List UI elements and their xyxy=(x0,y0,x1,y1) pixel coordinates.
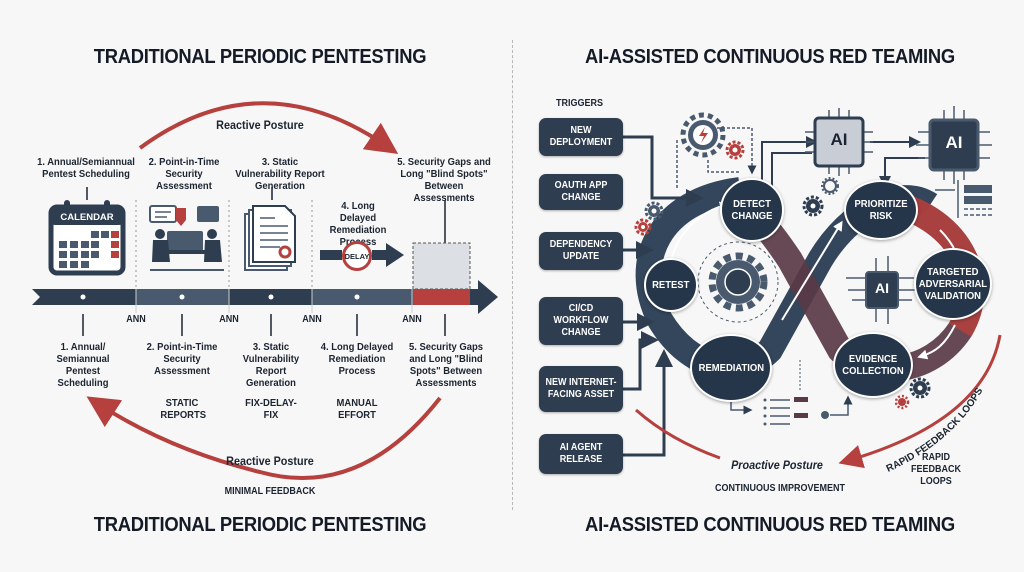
ai-chip-icon-3 xyxy=(846,256,916,324)
bottom-step-2: 2. Point-in-Time Security Assessment xyxy=(146,341,218,377)
small-red-gear-icon xyxy=(725,140,745,160)
top-step-2: 2. Point-in-Time Security Assessment xyxy=(148,156,220,192)
gear-pair-icon xyxy=(634,201,664,236)
left-title: TRADITIONAL PERIODIC PENTESTING xyxy=(93,46,427,68)
timeline-marker-2: ANN xyxy=(219,314,239,325)
bottom-step-5: 5. Security Gaps and Long "Blind Spots" … xyxy=(408,341,484,389)
top-step-3: 3. Static Vulnerability Report Generatio… xyxy=(235,156,325,192)
minimal-feedback-caption: MINIMAL FEEDBACK xyxy=(224,486,316,497)
ai-chip-icon-2 xyxy=(916,106,992,184)
calendar-label: CALENDAR xyxy=(60,212,114,223)
timeline-bar xyxy=(32,280,498,314)
top-reactive-arc xyxy=(138,101,399,154)
continuous-improvement-caption: CONTINUOUS IMPROVEMENT xyxy=(714,483,845,494)
top-step-1: 1. Annual/Semiannual Pentest Scheduling xyxy=(37,156,135,180)
trigger-new-deployment[interactable]: NEW DEPLOYMENT xyxy=(539,118,623,156)
top-arc-label: Reactive Posture xyxy=(216,118,304,132)
timeline-marker-1: ANN xyxy=(126,314,146,325)
trigger-oauth-app-change[interactable]: OAUTH APP CHANGE xyxy=(539,174,623,210)
ai-chip-label-1: AI xyxy=(830,130,848,149)
node-prioritize-risk[interactable]: PRIORITIZE RISK xyxy=(844,180,918,240)
trigger-dependency-update[interactable]: DEPENDENCY UPDATE xyxy=(539,232,623,270)
top-step-5: 5. Security Gaps and Long "Blind Spots" … xyxy=(397,156,491,204)
bottom-arc-label: Reactive Posture xyxy=(226,454,314,468)
tag-fix-delay-fix: FIX-DELAY-FIX xyxy=(245,397,297,421)
proactive-posture-label: Proactive Posture xyxy=(731,458,823,472)
rapid-feedback-arc xyxy=(838,334,1002,469)
trigger-new-internet-facing-asset[interactable]: NEW INTERNET-FACING ASSET xyxy=(539,366,623,412)
node-targeted-adversarial-validation[interactable]: TARGETED ADVERSARIAL VALIDATION xyxy=(914,248,992,320)
node-remediation[interactable]: REMEDIATION xyxy=(690,334,772,402)
proactive-arc-left xyxy=(635,408,721,460)
node-detect-change[interactable]: DETECT CHANGE xyxy=(720,178,784,242)
delay-badge: DELAY xyxy=(342,241,372,271)
bottom-reactive-arc xyxy=(86,396,442,480)
bottom-step-1: 1. Annual/ Semiannual Pentest Scheduling xyxy=(56,341,110,389)
workflow-list-icon xyxy=(730,360,853,426)
panel-divider xyxy=(512,40,513,510)
calendar-icon xyxy=(48,200,126,276)
node-retest[interactable]: RETEST xyxy=(644,258,698,312)
timeline-marker-3: ANN xyxy=(302,314,322,325)
server-log-icon xyxy=(935,180,992,218)
gear-pair-icon-2 xyxy=(894,377,931,410)
delay-label: DELAY xyxy=(344,251,370,261)
trigger-ai-agent-release[interactable]: AI AGENT RELEASE xyxy=(539,434,623,474)
triggers-heading: TRIGGERS xyxy=(556,98,604,109)
right-title: AI-ASSISTED CONTINUOUS RED TEAMING xyxy=(585,46,955,68)
ai-chip-label-3: AI xyxy=(875,280,889,296)
right-footer-title: AI-ASSISTED CONTINUOUS RED TEAMING xyxy=(585,514,955,536)
node-evidence-collection[interactable]: EVIDENCE COLLECTION xyxy=(833,332,913,398)
assessment-people-icon xyxy=(149,205,224,271)
timeline-marker-4: ANN xyxy=(402,314,422,325)
gear-lightning-icon xyxy=(680,112,726,158)
bottom-step-3: 3. Static Vulnerability Report Generatio… xyxy=(242,341,300,389)
tag-static-reports: STATIC REPORTS xyxy=(160,397,207,421)
delay-arrow-icon xyxy=(320,243,404,267)
tag-manual-effort: MANUAL EFFORT xyxy=(336,397,378,421)
ai-chip-label-2: AI xyxy=(945,133,963,152)
report-document-icon xyxy=(244,205,296,271)
bottom-step-4: 4. Long Delayed Remediation Process xyxy=(320,341,394,377)
rapid-feedback-side-label: RAPID FEEDBACK LOOPS xyxy=(910,452,962,487)
center-gear-icon xyxy=(697,241,779,323)
gear-outline-icon xyxy=(802,177,839,217)
ai-chip-icon-1 xyxy=(805,108,873,176)
trigger-cicd-workflow-change[interactable]: CI/CD WORKFLOW CHANGE xyxy=(539,297,623,345)
left-footer-title: TRADITIONAL PERIODIC PENTESTING xyxy=(93,514,427,536)
